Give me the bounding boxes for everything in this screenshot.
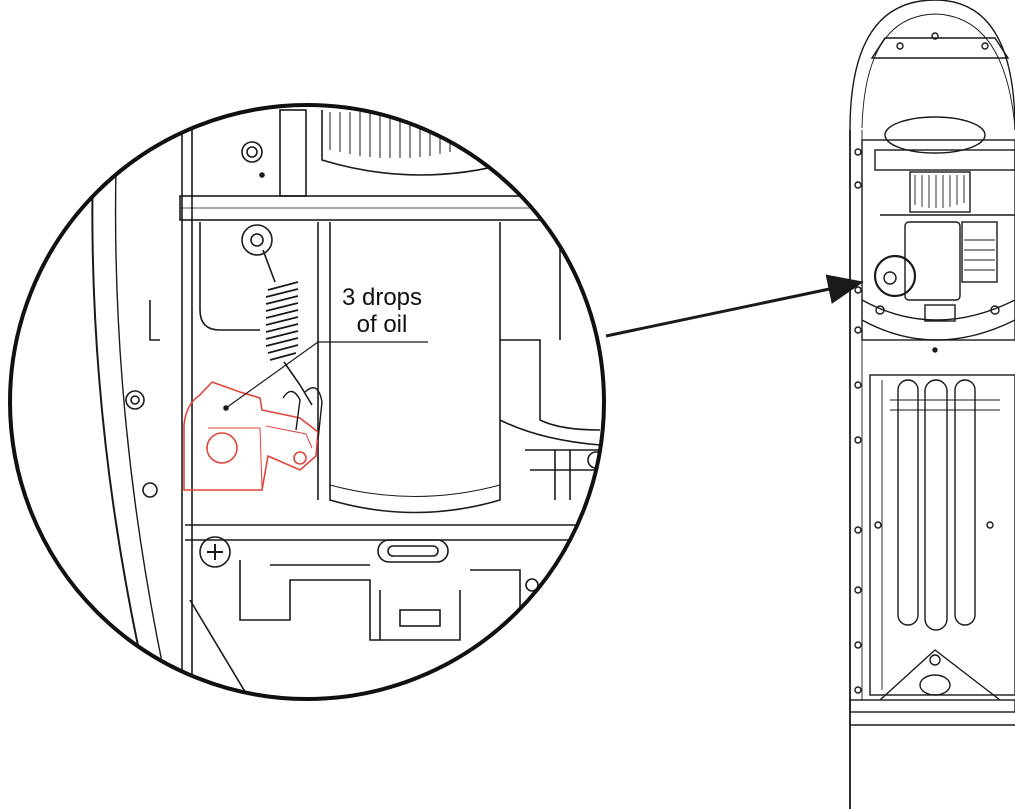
magnifier-circle <box>8 103 606 701</box>
magnified-detail-view <box>8 103 606 701</box>
oil-callout-label: 3 drops of oil <box>312 284 452 338</box>
full-unit-view <box>849 0 1015 809</box>
oil-point-lever <box>183 381 319 491</box>
callout-leader-line <box>223 341 428 411</box>
callout-line-2: of oil <box>356 311 408 338</box>
pointer-arrow <box>605 274 864 338</box>
callout-line-1: 3 drops <box>341 284 423 311</box>
